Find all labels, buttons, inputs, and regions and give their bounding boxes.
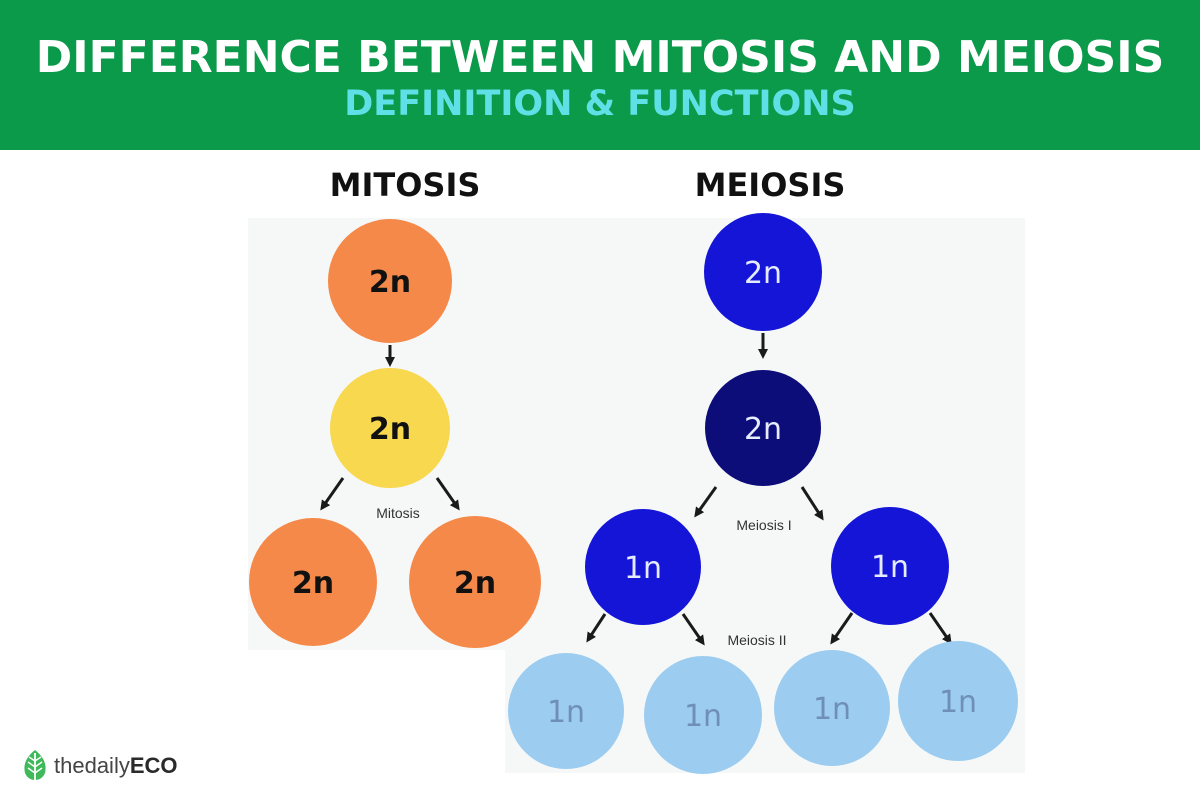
mitosis-stage-label: 2n (369, 412, 411, 447)
meiosis-parent-label: 2n (744, 256, 782, 291)
meiosis-gamete-cell (508, 653, 624, 769)
meiosis-haploid-cell (585, 509, 701, 625)
mitosis-division-label: Mitosis (376, 505, 420, 521)
mitosis-arrow-left (320, 477, 345, 511)
mitosis-daughter-label: 2n (292, 566, 334, 601)
mitosis-daughter-cell (249, 518, 377, 646)
meiosis-gamete-label: 1n (813, 692, 851, 727)
meiosis-haploid-label: 1n (871, 550, 909, 585)
meiosis-gamete-cell (774, 650, 890, 766)
meiosis-parent-cell (704, 213, 822, 331)
meiosis-gamete-cell (644, 656, 762, 774)
mitosis-title: MITOSIS (329, 166, 481, 204)
meiosis-title: MEIOSIS (694, 166, 846, 204)
meiosis-gamete-label: 1n (684, 699, 722, 734)
mitosis-diagram: 2n 2n Mitosis 2n 2n (249, 219, 541, 648)
page-subtitle: DEFINITION & FUNCTIONS (344, 84, 856, 124)
meiosis-i-arrow-right (800, 486, 824, 521)
meiosis-haploid-label: 1n (624, 551, 662, 586)
meiosis-gamete-label: 1n (939, 685, 977, 720)
title-banner: DIFFERENCE BETWEEN MITOSIS AND MEIOSIS D… (0, 0, 1200, 150)
mitosis-daughter-label: 2n (454, 566, 496, 601)
mitosis-stage-cell (330, 368, 450, 488)
meiosis-stage-cell (705, 370, 821, 486)
meiosis-diagram: 2n 2n Meiosis I 1n 1n Meiosis II 1n 1n 1… (508, 213, 1018, 774)
meiosis-i-label: Meiosis I (736, 517, 791, 533)
brand-name: thedailyECO (54, 753, 178, 778)
meiosis-ii-arrow (928, 612, 952, 645)
brand-logo: thedailyECO (22, 746, 178, 786)
mitosis-arrow-right (435, 477, 460, 511)
meiosis-gamete-cell (898, 641, 1018, 761)
mitosis-parent-cell (328, 219, 452, 343)
meiosis-i-arrow-left (694, 486, 718, 518)
meiosis-stage-label: 2n (744, 412, 782, 447)
meiosis-ii-arrow (830, 612, 854, 645)
meiosis-ii-arrow (681, 613, 705, 646)
mitosis-parent-label: 2n (369, 265, 411, 300)
meiosis-gamete-label: 1n (547, 695, 585, 730)
page-title: DIFFERENCE BETWEEN MITOSIS AND MEIOSIS (35, 32, 1165, 83)
meiosis-haploid-cell (831, 507, 949, 625)
mitosis-daughter-cell (409, 516, 541, 648)
meiosis-ii-label: Meiosis II (727, 632, 786, 648)
leaf-icon (24, 750, 46, 782)
meiosis-ii-arrow (586, 613, 607, 643)
